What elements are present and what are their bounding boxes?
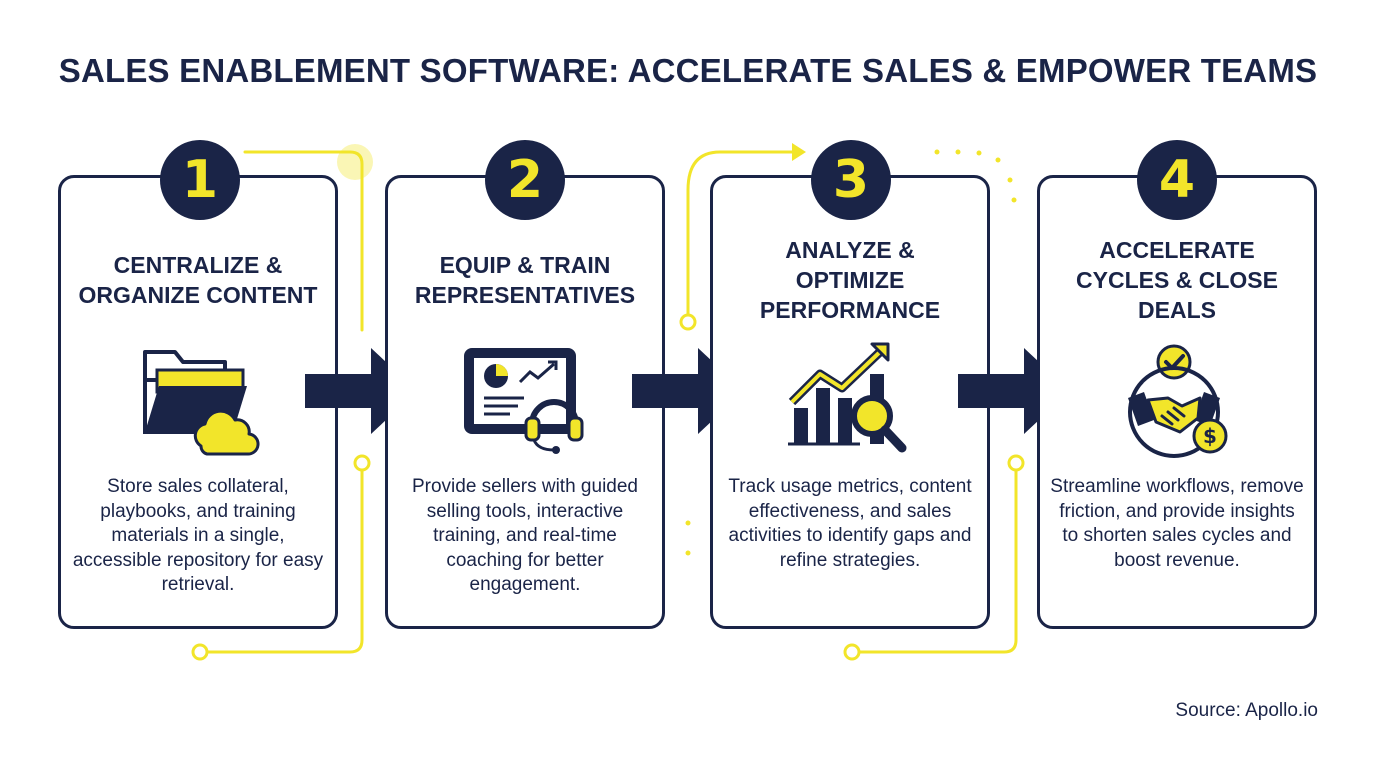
- tablet-headset-icon: [464, 348, 584, 454]
- source-credit: Source: Apollo.io: [1175, 700, 1318, 721]
- step-heading-3: ANALYZE & OPTIMIZE PERFORMANCE: [759, 237, 941, 323]
- step-number-badge-4: 4: [1137, 140, 1217, 220]
- step-number-badge-2: 2: [485, 140, 565, 220]
- step-heading-2: EQUIP & TRAIN REPRESENTATIVES: [414, 252, 636, 308]
- page-title: SALES ENABLEMENT SOFTWARE: ACCELERATE SA…: [58, 52, 1318, 89]
- folder-cloud-icon: [143, 350, 260, 456]
- step-description-2: Provide sellers with guided selling tool…: [411, 476, 638, 595]
- step-number-badge-3: 3: [811, 140, 891, 220]
- svg-text:$: $: [1203, 424, 1217, 448]
- step-heading-4: ACCELERATE CYCLES & CLOSE DEALS: [1076, 237, 1278, 323]
- handshake-dollar-icon: $: [1128, 344, 1228, 458]
- growth-chart-magnifier-icon: [788, 342, 907, 453]
- step-heading-1: CENTRALIZE & ORGANIZE CONTENT: [78, 252, 318, 308]
- step-number-badge-1: 1: [160, 140, 240, 220]
- step-description-4: Streamline workflows, remove friction, a…: [1050, 476, 1304, 571]
- step-description-1: Store sales collateral, playbooks, and t…: [72, 476, 324, 595]
- step-description-3: Track usage metrics, content effectivene…: [728, 476, 972, 571]
